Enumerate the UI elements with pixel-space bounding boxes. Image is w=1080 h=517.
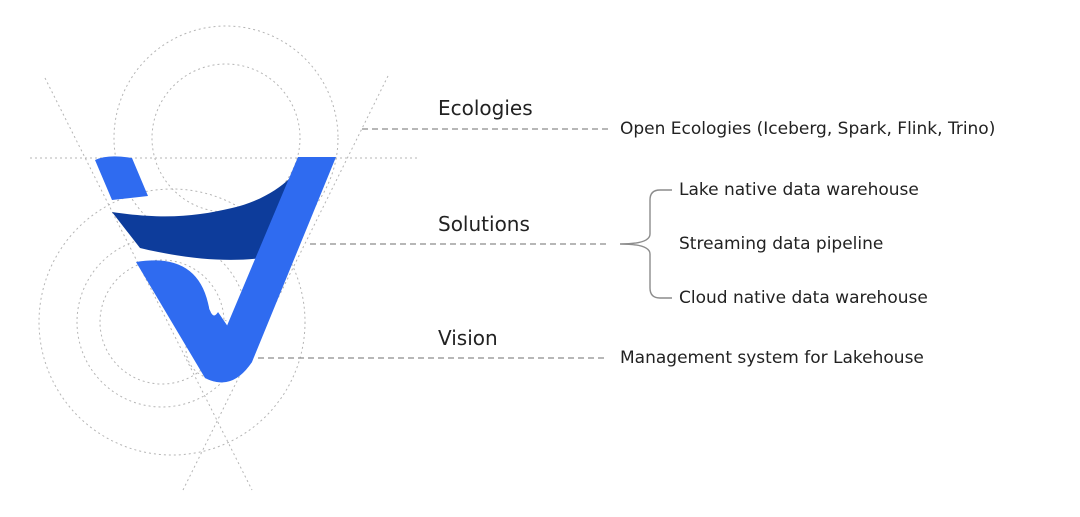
vision-heading: Vision [438, 326, 498, 350]
vision-item-management-system: Management system for Lakehouse [620, 348, 924, 368]
v-logo [95, 156, 336, 383]
logo-wave-band [112, 178, 290, 260]
logo-left-lower-stroke [136, 260, 252, 383]
solutions-item-cloud-native: Cloud native data warehouse [679, 288, 928, 308]
solutions-brace [619, 189, 672, 299]
solutions-item-streaming: Streaming data pipeline [679, 234, 884, 254]
logo-center-dot [209, 301, 221, 313]
guide-line-diagonal-left [44, 77, 253, 491]
guide-line-diagonal-right [182, 75, 389, 491]
ecologies-heading: Ecologies [438, 96, 533, 120]
solutions-heading: Solutions [438, 212, 530, 236]
connectors [258, 128, 608, 359]
logo-right-stroke [205, 157, 336, 381]
solutions-item-lake-native: Lake native data warehouse [679, 180, 919, 200]
guide-circle-outer-left [38, 188, 306, 456]
logo-left-upper-stroke [95, 156, 148, 200]
ecologies-item-open-ecologies: Open Ecologies (Iceberg, Spark, Flink, T… [620, 119, 996, 139]
